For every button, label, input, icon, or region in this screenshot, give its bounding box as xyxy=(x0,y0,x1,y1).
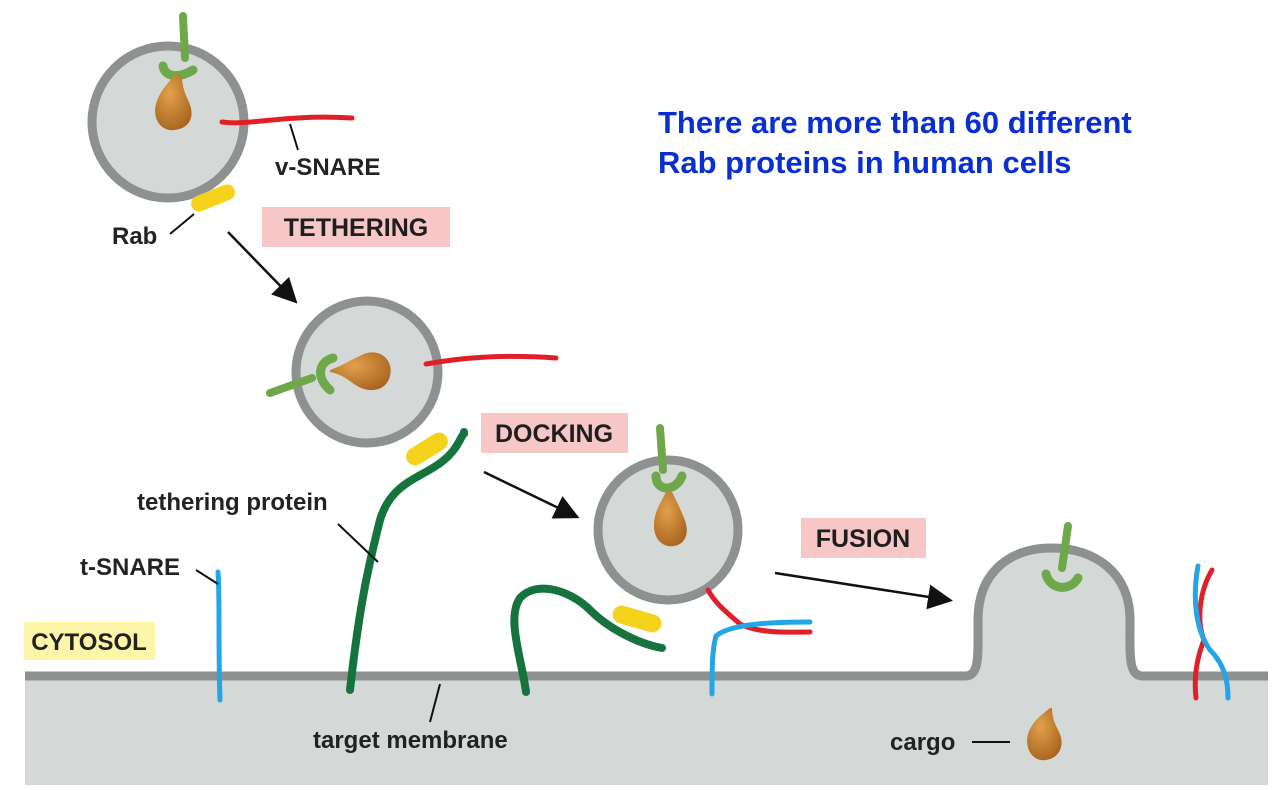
receptor-stalk xyxy=(266,374,316,397)
cargo-icon-released xyxy=(1027,708,1062,761)
leader-t-snare xyxy=(195,569,219,585)
fused-vesicle-receptor xyxy=(1041,522,1083,592)
v-snare-label: v-SNARE xyxy=(275,154,380,181)
rab-icon xyxy=(612,605,662,633)
leader-tethering-protein xyxy=(337,523,379,563)
rab-icon xyxy=(406,432,448,466)
tethering-protein-standing xyxy=(346,428,469,694)
rab-icon xyxy=(191,184,235,212)
tethering-protein-label: tethering protein xyxy=(137,489,328,516)
v-snare-strand xyxy=(705,587,813,635)
leader-v-snare xyxy=(289,123,299,151)
note-line-2: Rab proteins in human cells xyxy=(658,145,1071,180)
target-membrane-region xyxy=(25,543,1268,785)
vesicle-tethering xyxy=(87,12,355,212)
cargo-icon xyxy=(654,492,687,547)
arrow-tethering-to-docking xyxy=(227,231,298,304)
t-snare-label: t-SNARE xyxy=(80,554,180,581)
receptor-icon xyxy=(158,61,198,80)
receptor-icon xyxy=(651,471,687,493)
v-snare-strand xyxy=(219,114,355,126)
fusion-label: FUSION xyxy=(816,525,910,553)
receptor-stalk xyxy=(179,12,189,62)
docking-label: DOCKING xyxy=(495,420,613,448)
cytosol-label: CYTOSOL xyxy=(31,629,147,656)
cargo-icon xyxy=(330,352,391,391)
vesicle-fusion xyxy=(593,424,813,697)
receptor-stalk xyxy=(1058,522,1072,572)
arrow-fusion-to-membrane xyxy=(774,571,953,610)
v-snare-strand xyxy=(423,353,559,367)
receptor-stalk xyxy=(656,424,667,474)
note-line-1: There are more than 60 different xyxy=(658,105,1132,140)
leader-target-membrane xyxy=(429,683,441,723)
cytosol-label-box xyxy=(24,622,155,660)
cargo-icon xyxy=(155,74,192,131)
leader-rab xyxy=(169,213,195,235)
t-snare-strand-fused xyxy=(1192,563,1231,701)
arrow-docking-to-fusion xyxy=(483,470,580,519)
receptor-icon xyxy=(1041,569,1083,592)
vesicle-docking xyxy=(266,296,559,466)
tethering-protein-bent xyxy=(510,584,666,696)
tethering-label-box xyxy=(262,207,450,247)
fusion-label-box xyxy=(801,518,926,558)
target-membrane-label: target membrane xyxy=(313,727,508,754)
target-membrane xyxy=(25,543,1268,681)
receptor-icon xyxy=(316,353,338,395)
t-snare-strand xyxy=(215,569,223,703)
docking-label-box xyxy=(481,413,628,453)
lumen-fill xyxy=(25,548,1268,785)
t-snare-strand xyxy=(709,619,813,697)
tethering-label: TETHERING xyxy=(284,214,428,242)
rab-label: Rab xyxy=(112,223,157,250)
cargo-label: cargo xyxy=(890,729,955,756)
